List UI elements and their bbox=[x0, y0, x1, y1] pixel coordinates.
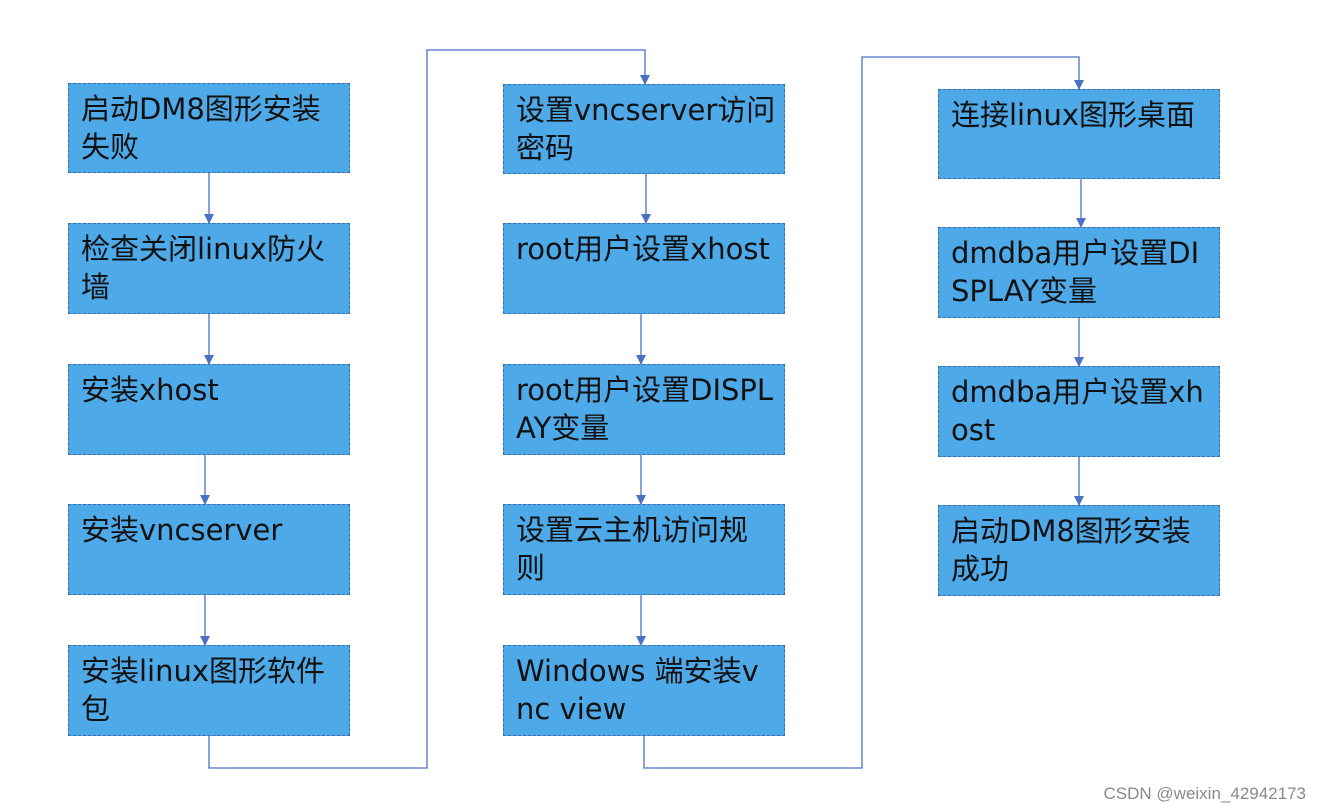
step-box-s2: 检查关闭linux防火墙 bbox=[68, 223, 350, 314]
step-box-s5: 安装linux图形软件包 bbox=[68, 645, 350, 736]
step-box-s9: 设置云主机访问规则 bbox=[503, 504, 785, 595]
step-box-s6: 设置vncserver访问密码 bbox=[503, 84, 785, 174]
step-box-s11: 连接linux图形桌面 bbox=[938, 89, 1220, 179]
step-box-s14: 启动DM8图形安装成功 bbox=[938, 505, 1220, 596]
step-box-s3: 安装xhost bbox=[68, 364, 350, 455]
watermark-text: CSDN @weixin_42942173 bbox=[1103, 784, 1306, 803]
step-box-s12: dmdba用户设置DISPLAY变量 bbox=[938, 227, 1220, 318]
connector-s10-s11 bbox=[643, 56, 1084, 769]
step-box-s7: root用户设置xhost bbox=[503, 223, 785, 314]
step-box-s10: Windows 端安装vnc view bbox=[503, 645, 785, 736]
step-box-s8: root用户设置DISPLAY变量 bbox=[503, 364, 785, 455]
step-box-s4: 安装vncserver bbox=[68, 504, 350, 595]
step-box-s1: 启动DM8图形安装失败 bbox=[68, 83, 350, 173]
step-box-s13: dmdba用户设置xhost bbox=[938, 366, 1220, 457]
connector-s5-s6 bbox=[208, 49, 650, 769]
